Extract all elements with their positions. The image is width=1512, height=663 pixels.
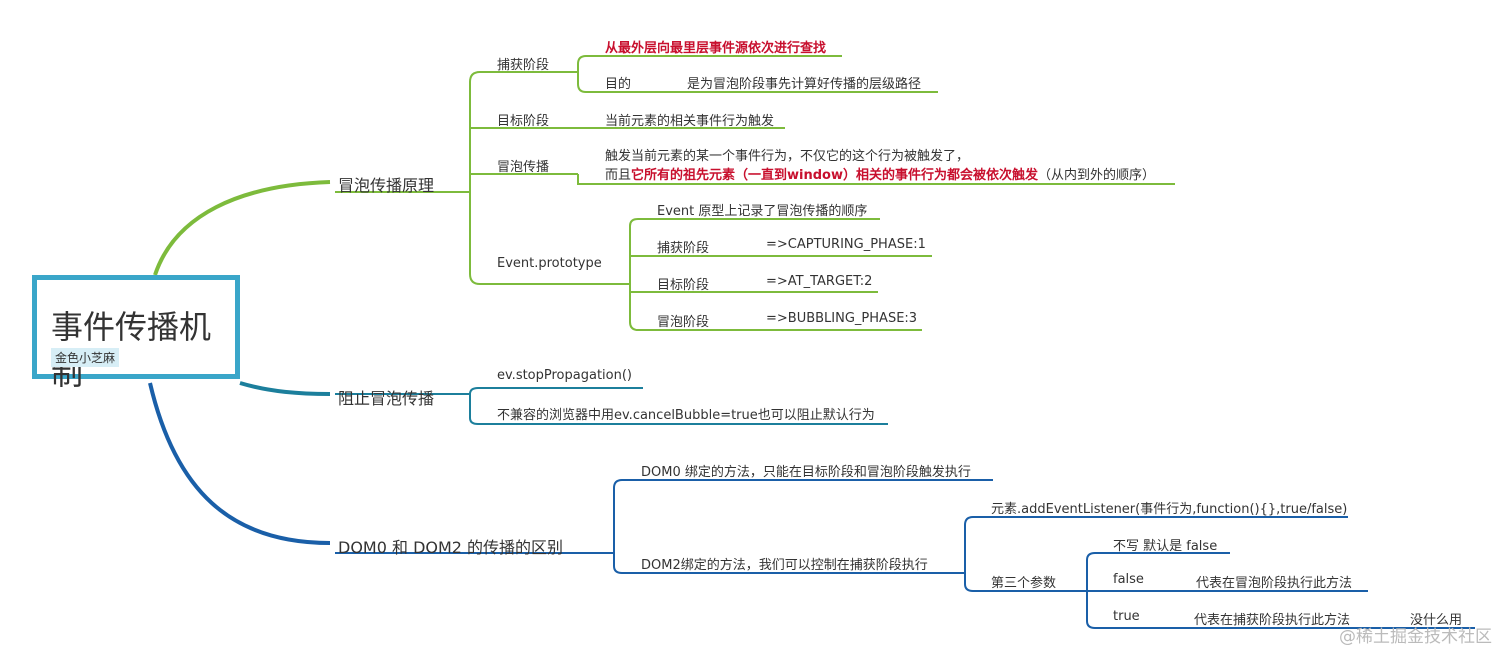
bubble-line2-c: （从内到外的顺序） [1037, 168, 1155, 183]
bubble-line2-a: 而且 [605, 168, 632, 183]
opt-false-desc: 代表在冒泡阶段执行此方法 [1196, 576, 1353, 591]
dom2-desc: DOM2绑定的方法，我们可以控制在捕获阶段执行 [641, 558, 928, 573]
proto-row-value: =>CAPTURING_PHASE:1 [766, 237, 926, 252]
target-desc: 当前元素的相关事件行为触发 [605, 114, 775, 129]
proto-row-name: 目标阶段 [657, 278, 710, 293]
opt-true-desc: 代表在捕获阶段执行此方法 [1194, 613, 1351, 628]
node-capture-phase[interactable]: 捕获阶段 [497, 58, 550, 73]
branch-stop-propagation[interactable]: 阻止冒泡传播 [338, 389, 435, 408]
opt-false: false [1113, 572, 1144, 587]
watermark: @稀土掘金技术社区 [1339, 627, 1492, 647]
root-node[interactable]: 事件传播机制 金色小芝麻 [32, 275, 240, 392]
branch-bubbling-principle[interactable]: 冒泡传播原理 [338, 176, 435, 195]
bubble-desc-line1: 触发当前元素的某一个事件行为，不仅它的这个行为被触发了， [605, 149, 970, 164]
bubble-line2-b: 它所有的祖先元素（一直到window）相关的事件行为都会被依次触发 [631, 168, 1038, 183]
root-tag: 金色小芝麻 [51, 348, 120, 367]
stop-item-1: ev.stopPropagation() [497, 368, 632, 383]
listener-signature: 元素.addEventListener(事件行为,function(){},tr… [991, 502, 1348, 517]
opt-true: true [1113, 609, 1140, 624]
capture-purpose-label: 目的 [605, 77, 632, 92]
proto-note: Event 原型上记录了冒泡传播的顺序 [657, 204, 868, 219]
proto-row-value: =>AT_TARGET:2 [766, 274, 873, 289]
proto-row-name: 冒泡阶段 [657, 315, 710, 330]
branch-dom0-dom2[interactable]: DOM0 和 DOM2 的传播的区别 [338, 538, 564, 557]
capture-purpose-value: 是为冒泡阶段事先计算好传播的层级路径 [687, 77, 922, 92]
opt-true-note: 没什么用 [1410, 613, 1463, 628]
proto-row-name: 捕获阶段 [657, 241, 710, 256]
bubble-desc-line2: 而且它所有的祖先元素（一直到window）相关的事件行为都会被依次触发（从内到外… [605, 164, 1155, 183]
opt-default: 不写 默认是 false [1113, 539, 1218, 554]
dom0-desc: DOM0 绑定的方法，只能在目标阶段和冒泡阶段触发执行 [641, 465, 971, 480]
third-param: 第三个参数 [991, 576, 1057, 591]
node-event-prototype[interactable]: Event.prototype [497, 256, 602, 271]
stop-item-2: 不兼容的浏览器中用ev.cancelBubble=true也可以阻止默认行为 [497, 408, 875, 423]
proto-row-value: =>BUBBLING_PHASE:3 [766, 311, 918, 326]
capture-desc: 从最外层向最里层事件源依次进行查找 [605, 41, 827, 56]
node-bubble-spread[interactable]: 冒泡传播 [497, 160, 550, 175]
node-target-phase[interactable]: 目标阶段 [497, 114, 550, 129]
